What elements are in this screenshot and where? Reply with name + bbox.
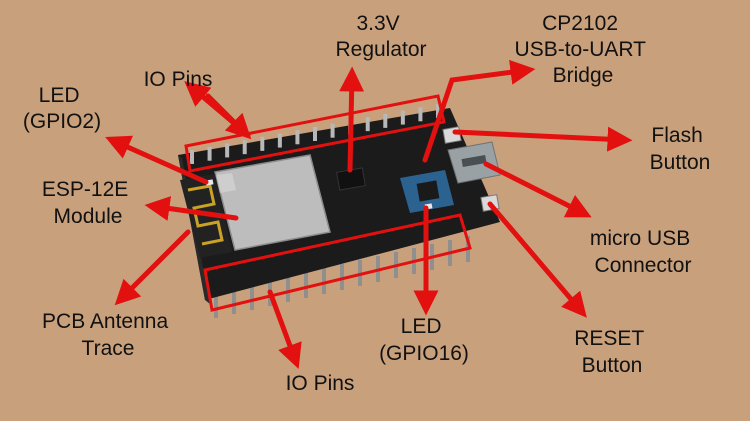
red-arrow-icon (105, 59, 633, 370)
label-antenna: PCB Antenna Trace (42, 310, 174, 360)
label-led-gpio16: LED (GPIO16) (379, 315, 469, 365)
label-io-top: IO Pins (144, 68, 213, 91)
pcb-body (178, 108, 500, 300)
header-pin (260, 136, 265, 151)
header-pin (225, 143, 230, 158)
header-pin (250, 284, 254, 310)
header-pin (383, 113, 388, 128)
arrow-io-bottom (267, 289, 302, 370)
arrow-regulator (339, 66, 365, 173)
label-reset: RESET Button (574, 327, 649, 377)
arrow-reset (487, 201, 587, 318)
arrow-antenna (114, 229, 191, 306)
label-io-bottom: IO Pins (286, 372, 355, 395)
label-esp: ESP-12E Module (42, 178, 134, 228)
header-pin (295, 130, 300, 145)
header-pin (340, 264, 344, 290)
arrow-io-top-down (205, 93, 252, 140)
arrow-flash (452, 126, 633, 152)
header-pin (365, 117, 370, 132)
label-bridge: CP2102 USB-to-UART Bridge (515, 12, 652, 87)
arrow-usb (483, 161, 592, 218)
label-led-gpio2: LED (GPIO2) (23, 84, 101, 133)
flash-button (442, 126, 462, 144)
header-pin (418, 107, 423, 122)
label-usb: micro USB Connector (590, 227, 696, 277)
header-pin (207, 146, 212, 161)
header-pin (242, 140, 247, 155)
arrow-esp (144, 196, 239, 221)
arrow-led2 (105, 135, 209, 185)
header-pin (322, 268, 326, 294)
header-pin (286, 276, 290, 302)
esp-12e-module (214, 154, 331, 251)
label-flash: Flash Button (650, 124, 711, 174)
header-pin (232, 288, 236, 314)
header-pin (400, 110, 405, 125)
label-regulator: 3.3V Regulator (335, 12, 426, 61)
io-pins-bottom-box (203, 213, 472, 312)
header-pin (436, 104, 440, 118)
header-pin (190, 150, 194, 164)
arrow-bridge (422, 59, 536, 163)
top-header-pins (190, 104, 440, 164)
header-pin (277, 133, 282, 148)
nodemcu-board-icon (178, 104, 501, 318)
header-pin (214, 292, 218, 318)
io-pins-top-box (184, 94, 446, 173)
header-pin (330, 123, 335, 138)
header-pin (304, 272, 308, 298)
header-pin (313, 127, 317, 141)
